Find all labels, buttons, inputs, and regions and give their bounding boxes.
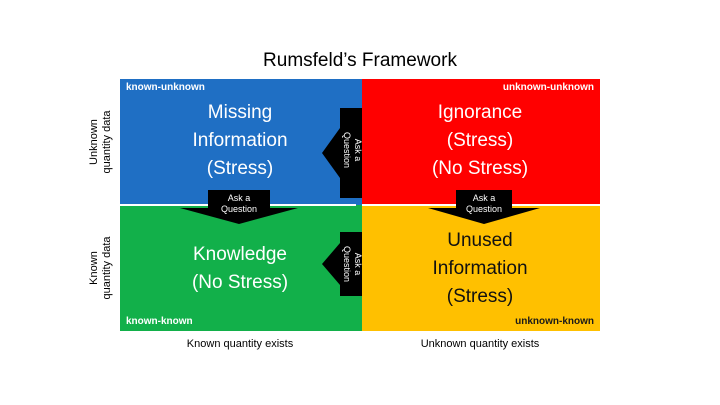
arrow-label-line: Ask a [472,193,496,203]
quadrant-line: (No Stress) [191,272,289,293]
arrow-left-top [322,108,362,198]
arrow-label-bottom-vertical: Ask a Question [341,239,363,289]
quadrant-text-unused-information: Unused Information (Stress) [360,227,600,311]
quadrant-line: (Stress) [206,158,274,179]
arrow-label-left-horizontal: Ask a Question [209,193,269,215]
y-axis-line: Unknown [88,119,100,165]
arrow-left-bottom [322,232,362,296]
x-axis-label-right: Unknown quantity exists [420,338,540,350]
arrow-label-right-horizontal: Ask a Question [454,193,514,215]
y-axis-line: quantity data [101,110,113,174]
arrow-label-line: Question [342,245,352,283]
y-axis-line: quantity data [101,236,113,300]
diagram-title: Rumsfeld’s Framework [263,50,457,71]
quadrant-text-missing-information: Missing Information (Stress) [120,99,360,183]
arrow-label-top-vertical: Ask a Question [341,125,363,175]
y-axis-line: Known [88,251,100,285]
arrow-down-left [180,190,298,224]
quadrant-text-ignorance: Ignorance (Stress) (No Stress) [360,99,600,183]
arrow-label-line: Question [342,131,352,169]
quadrant-line: Information [192,130,288,151]
arrow-label-line: Question [220,204,258,214]
quadrant-line: (Stress) [446,286,514,307]
y-axis-label-top: Unknown quantity data [88,82,114,202]
corner-label-known-unknown: known-unknown [126,82,205,93]
quadrant-text-knowledge: Knowledge (No Stress) [120,241,360,297]
quadrant-line: Knowledge [192,244,288,265]
quadrant-unknown-known: unknown-known Unused Information (Stress… [360,205,600,331]
arrow-label-line: Ask a [353,252,363,276]
quadrant-known-unknown: known-unknown Missing Information (Stres… [120,79,360,205]
y-axis-label-bottom: Known quantity data [88,208,114,328]
quadrant-line: (No Stress) [431,158,529,179]
quadrant-line: Missing [207,102,273,123]
quadrant-line: (Stress) [446,130,514,151]
quadrant-unknown-unknown: unknown-unknown Ignorance (Stress) (No S… [360,79,600,205]
corner-label-unknown-known: unknown-known [515,316,594,327]
quadrant-line: Ignorance [437,102,523,123]
quadrant-known-known: known-known Knowledge (No Stress) [120,205,360,331]
x-axis-label-left: Known quantity exists [186,338,294,350]
corner-label-known-known: known-known [126,316,193,327]
arrow-label-line: Ask a [353,138,363,162]
quadrant-line: Unused [447,230,513,251]
arrow-label-line: Ask a [227,193,251,203]
arrow-down-right [428,190,540,224]
corner-label-unknown-unknown: unknown-unknown [502,82,594,93]
arrow-label-line: Question [465,204,503,214]
quadrant-line: Information [432,258,528,279]
